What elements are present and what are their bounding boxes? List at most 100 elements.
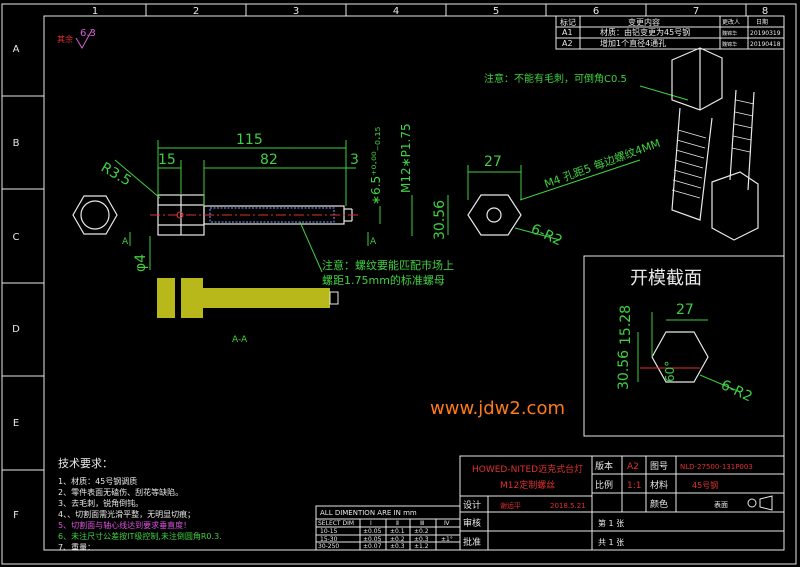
tol-cell: ±0.3: [390, 543, 405, 550]
section-lines: [129, 232, 369, 246]
watermark: www.jdw2.com: [430, 398, 565, 419]
approve-label: 批准: [463, 536, 481, 548]
hex-end-view: [72, 195, 118, 235]
tol-cell: 30-250: [318, 543, 339, 550]
roughness-value: 6.3: [80, 28, 96, 39]
mold-width: 27: [676, 302, 694, 318]
outer-border: [1, 3, 797, 565]
thread-note-line1: 注意：螺纹要能匹配市场上: [322, 258, 454, 272]
dim-chamfer: 6-R2: [528, 221, 564, 249]
hex-dims: [447, 159, 641, 241]
tol-cell: ±1.2: [414, 543, 429, 550]
mold-section-box: [583, 255, 785, 437]
rev-date: 20190319: [750, 30, 781, 37]
rev-by: 魏锦华: [722, 30, 737, 37]
row-label: E: [13, 418, 19, 429]
surface-label: 表面: [714, 500, 728, 509]
tol-col: I: [370, 520, 372, 527]
dim-shank: 82: [260, 152, 278, 168]
section-mark-left: A: [122, 237, 129, 247]
cross-hole: [176, 211, 184, 219]
tol-col: Ⅳ: [444, 520, 450, 527]
dim-across-flats: 27: [484, 154, 502, 170]
mold-angle: 60°: [663, 361, 677, 382]
col-label: 1: [92, 6, 98, 17]
mold-hex: [651, 331, 709, 383]
rev-content: 增加1个直径4通孔: [600, 38, 666, 48]
row-label: C: [13, 232, 20, 243]
row-labels: A B C D E F: [12, 44, 20, 521]
row-label: A: [13, 44, 20, 55]
tolerance-text: ALL DIMENTION ARE IN mm SELECT DIM I Ⅱ Ⅲ…: [318, 509, 453, 550]
tol-col: Ⅱ: [396, 520, 399, 527]
tol-header: ALL DIMENTION ARE IN mm: [320, 509, 417, 517]
drawing-no: NLD-27500-131P003: [680, 463, 753, 471]
dim-radius: R3.5: [98, 160, 134, 190]
title-block-text: HOWED-NITED迈克式台灯 M12定制螺丝 设计 谢远平 2018.5.2…: [463, 460, 753, 548]
tol-cell: ±0.2: [390, 536, 405, 543]
revision-table: [555, 15, 785, 50]
col-label: 6: [593, 6, 599, 17]
projection-symbol: [747, 495, 773, 511]
thread-leader: [299, 221, 323, 273]
design-date: 2018.5.21: [550, 502, 586, 510]
tol-cell: ±0.1: [390, 528, 405, 535]
dimension-lines: [114, 140, 413, 270]
tol-angle: ±1°: [441, 536, 453, 543]
drawing-no-label: 图号: [650, 461, 668, 472]
mold-chamfer: 6-R2: [718, 377, 754, 405]
color-label: 颜色: [650, 498, 668, 510]
scale-label: 比例: [595, 479, 613, 491]
rev-header: 日期: [756, 18, 768, 26]
burr-leader: [639, 85, 689, 101]
section-mark-right: A: [370, 237, 377, 247]
hex-end-view-dimensioned: [467, 194, 522, 236]
mold-dim-text: 27 15.28 30.56 60° 6-R2: [616, 302, 755, 405]
part-name: M12定制螺丝: [500, 479, 555, 491]
tech-req-title: 技术要求：: [58, 457, 113, 470]
material-label: 材料: [650, 479, 668, 491]
rev-content: 材质：由铝变更为45号钢: [600, 27, 690, 37]
scale-value: 1:1: [627, 481, 641, 491]
mold-section-title: 开模截面: [630, 268, 702, 289]
tech-req-list: 1、材质：45号钢调质 2、零件表面无磕伤、刮花等缺陷。 3、去毛刺，锐角倒钝。…: [58, 476, 222, 552]
col-label: 3: [293, 6, 299, 17]
mold-dims: [637, 312, 741, 393]
thread-note: 注意：螺纹要能匹配市场上 螺距1.75mm的标准螺母: [322, 258, 454, 287]
tol-cell: ±0.05: [363, 536, 382, 543]
tech-req-item: 7、重量：: [58, 542, 95, 552]
tech-req-item: 6、未注尺寸公差按IT级控制,未注倒圆角R0.3.: [58, 531, 222, 541]
tech-req-item: 3、去毛刺，锐角倒钝。: [58, 498, 143, 508]
burr-note: 注意：不能有毛刺，可倒角C0.5: [484, 72, 627, 85]
section-view-label: A-A: [232, 335, 248, 345]
dimension-text: 115 15 82 3 R3.5 φ4 ∗6.5⁺⁰·⁰⁰₋₀.₁₅ M12∗P…: [98, 123, 413, 272]
rev-by: 魏锦华: [722, 41, 737, 48]
rev-mark: A2: [562, 39, 573, 48]
tech-req-item: 5、切割面与轴心线达到要求垂直度！: [58, 520, 191, 530]
row-label: F: [13, 510, 19, 521]
tol-cell: ±0.05: [363, 528, 382, 535]
review-label: 审核: [463, 517, 481, 529]
column-ruler: [145, 4, 747, 16]
col-label: 5: [493, 6, 499, 17]
rev-header: 更改人: [722, 18, 740, 26]
dim-tail: 3: [350, 152, 359, 168]
title-block-grid: [459, 455, 785, 551]
sheet-total: 共 1 张: [598, 538, 624, 547]
revision-text: 标记 变更内容 更改人 日期 A1 材质：由铝变更为45号钢 魏锦华 20190…: [560, 17, 781, 48]
tol-cell: 10-15: [320, 528, 338, 535]
tol-cell: ±0.07: [363, 543, 382, 550]
tol-cell: ±0.3: [414, 536, 429, 543]
rev-header: 变更内容: [628, 17, 660, 27]
roughness-label: 其余: [57, 34, 73, 44]
hole-note: M4 孔距5 每边螺纹4MM: [542, 136, 662, 191]
tol-cell: 15-30: [320, 536, 338, 543]
sheet-no: 第 1 张: [598, 518, 624, 528]
dim-total-length: 115: [236, 132, 263, 148]
version-label: 版本: [595, 460, 613, 472]
mold-offset: 15.28: [618, 305, 634, 345]
rev-header: 标记: [560, 17, 576, 27]
row-ruler: [2, 95, 44, 471]
designer: 谢远平: [500, 501, 521, 510]
